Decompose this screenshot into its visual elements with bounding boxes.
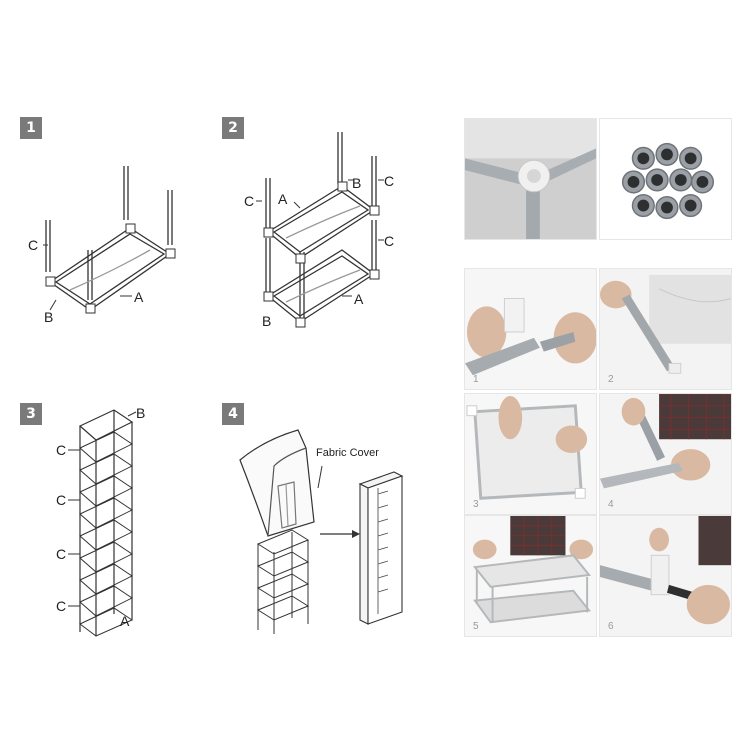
photo-step-number: 5 <box>473 621 479 632</box>
label-c: C <box>28 237 38 253</box>
step-2-diagram: C A B C C A B <box>242 128 412 333</box>
label-b: B <box>136 405 145 421</box>
label-c: C <box>56 492 66 508</box>
photo-step-5: 5 <box>464 515 597 637</box>
step-1-badge: 1 <box>20 117 42 139</box>
label-c: C <box>56 598 66 614</box>
photo-connector-closeup <box>464 118 597 240</box>
label-a: A <box>120 613 130 629</box>
fabric-cover-label: Fabric Cover <box>316 447 379 459</box>
photo-metal-tubes <box>599 118 732 240</box>
label-b: B <box>44 309 53 325</box>
photo-step-number: 3 <box>473 499 479 510</box>
photo-step-number: 1 <box>473 374 479 385</box>
label-c: C <box>384 173 394 189</box>
label-c: C <box>56 546 66 562</box>
step-3-badge: 3 <box>20 403 42 425</box>
label-c: C <box>384 233 394 249</box>
step-4-diagram: Fabric Cover <box>234 426 434 636</box>
label-a: A <box>278 191 288 207</box>
photo-step-number: 2 <box>608 374 614 385</box>
label-b: B <box>352 175 361 191</box>
photo-step-4: 4 <box>599 393 732 515</box>
photo-step-1: 1 <box>464 268 597 390</box>
label-c: C <box>244 193 254 209</box>
label-c: C <box>56 442 66 458</box>
step-4-badge: 4 <box>222 403 244 425</box>
step-1-diagram: C A B <box>20 150 200 330</box>
step-3-diagram: B C C C C A <box>52 404 162 639</box>
photo-step-number: 4 <box>608 499 614 510</box>
step-2-badge: 2 <box>222 117 244 139</box>
photo-step-3: 3 <box>464 393 597 515</box>
label-a: A <box>134 289 144 305</box>
label-a: A <box>354 291 364 307</box>
label-b: B <box>262 313 271 329</box>
photo-step-6: 6 <box>599 515 732 637</box>
photo-step-number: 6 <box>608 621 614 632</box>
photo-step-2: 2 <box>599 268 732 390</box>
